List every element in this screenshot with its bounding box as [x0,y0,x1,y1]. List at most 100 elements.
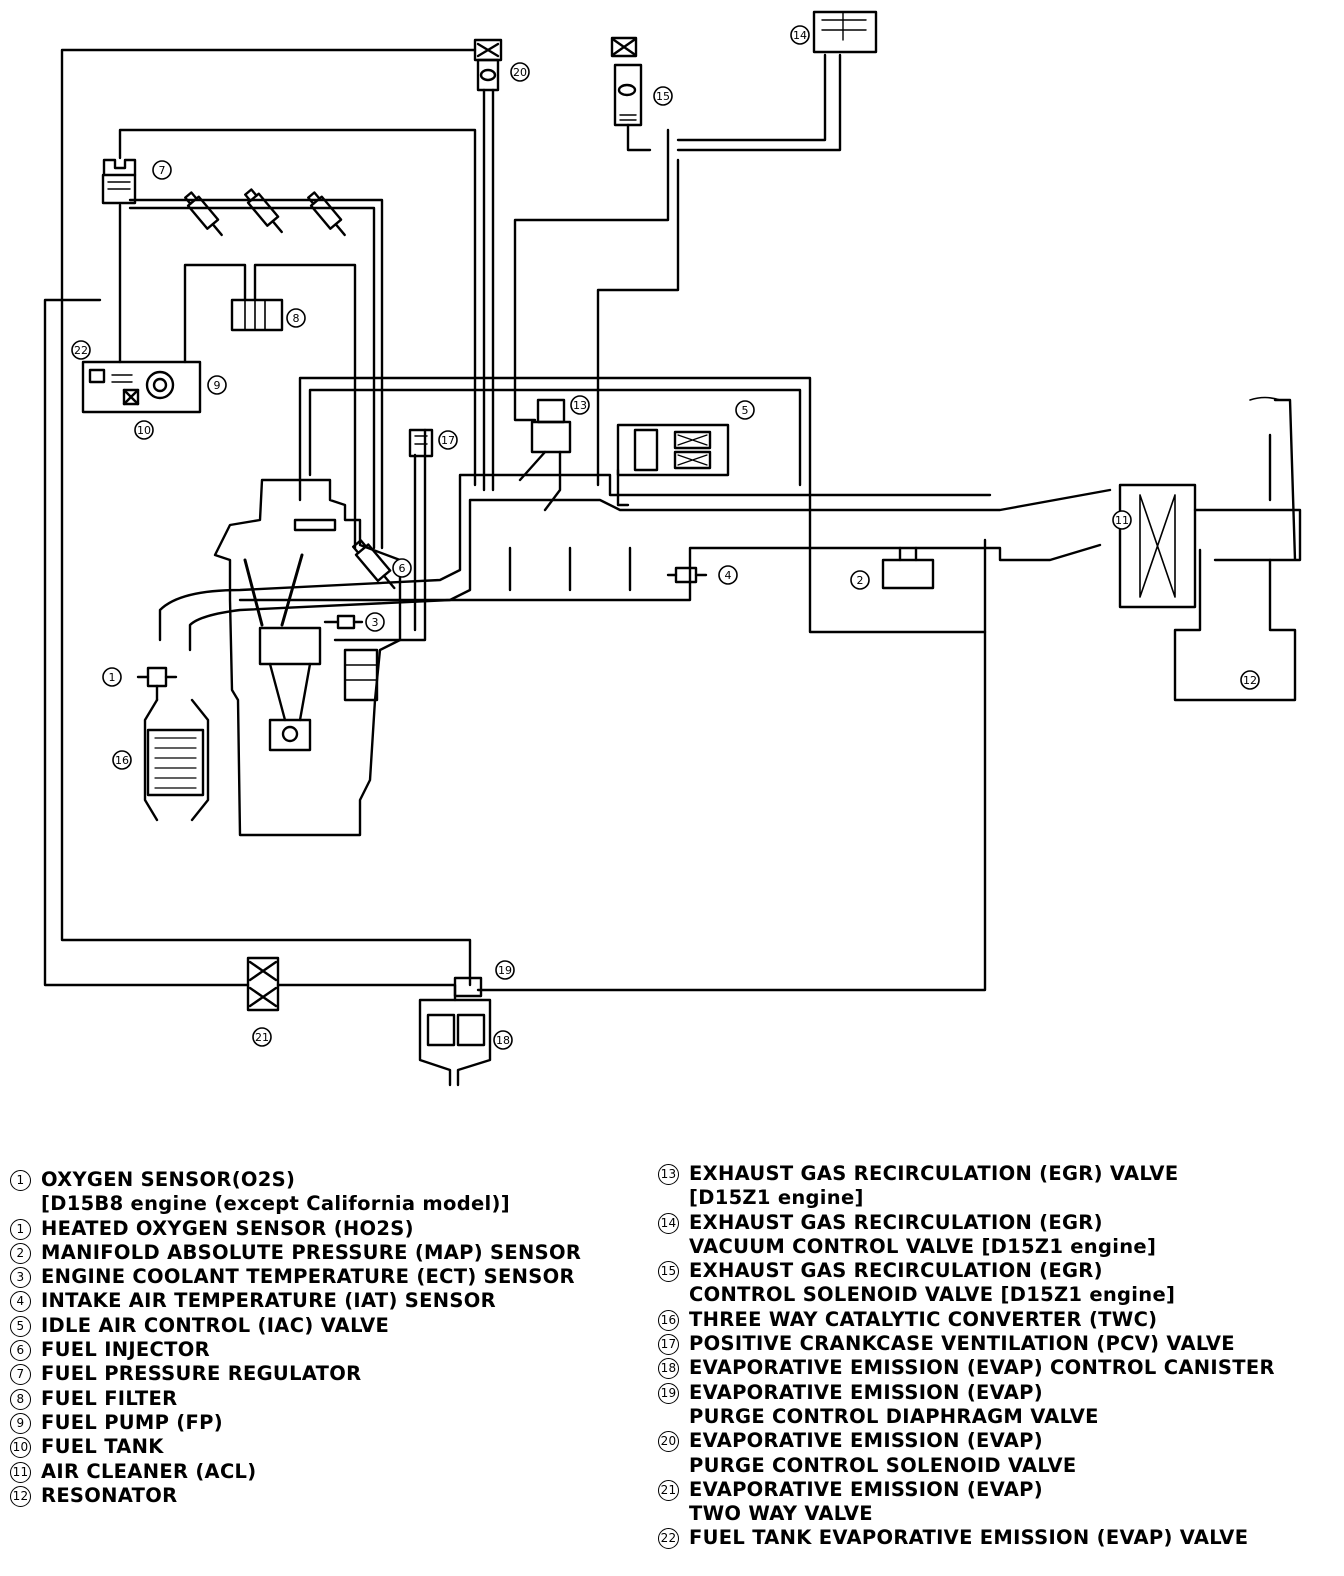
callout-21: 21 [252,1027,272,1047]
callout-1: 1 [102,667,122,687]
legend-number: 7 [10,1364,31,1386]
hose-egr-vac-line [596,158,680,487]
callout-number: 11 [1115,514,1129,527]
hose-two-way-to-canister [276,983,457,1002]
fuel-pump-icon [145,370,175,400]
callout-number: 1 [109,671,116,684]
callout-14: 14 [790,25,810,45]
callout-circle [850,570,870,590]
callout-circle [1240,670,1260,690]
callout-3: 3 [365,612,385,632]
legend-number: 4 [10,1291,31,1313]
callout-number: 22 [74,344,88,357]
legend-item: 20 EVAPORATIVE EMISSION (EVAP)PURGE CONTR… [658,1429,1275,1478]
legend-number: 20 [658,1431,679,1453]
legend-number: 1 [10,1170,31,1191]
legend-number: 19 [658,1382,679,1404]
callout-circle [102,667,122,687]
air-cleaner [1118,396,1302,609]
callout-circle [112,750,132,770]
legend-label: EXHAUST GAS RECIRCULATION (EGR) VALVE [689,1162,1179,1185]
callout-12: 12 [1240,670,1260,690]
callout-2: 2 [850,570,870,590]
callout-circle [392,558,412,578]
callout-13: 13 [570,395,590,415]
legend-number: 17 [658,1334,679,1356]
callout-number: 9 [214,379,221,392]
callout-circle [286,308,306,328]
egr-vacuum-control-valve [812,10,878,54]
hose-egr-vacuum [676,53,842,152]
callout-22: 22 [71,340,91,360]
callout-18: 18 [493,1030,513,1050]
engine-block [213,478,402,837]
legend-item: 1 OXYGEN SENSOR(O2S)[D15B8 engine (except… [10,1168,581,1217]
legend-number: 5 [10,1315,31,1337]
callout-circle [152,160,172,180]
legend-label: FUEL TANK EVAPORATIVE EMISSION (EVAP) VA… [689,1526,1249,1550]
legend-number: 1 [10,1218,31,1240]
legend-number: 21 [658,1479,679,1501]
legend-number: 12 [10,1485,31,1507]
iat-sensor [666,566,708,584]
legend-item: 4 INTAKE AIR TEMPERATURE (IAT) SENSOR [10,1289,581,1313]
legend-label: FUEL FILTER [41,1386,178,1410]
legend-number: 8 [10,1388,31,1410]
hose-evap-purge-left [60,48,477,987]
legend-label: VACUUM CONTROL VALVE [D15Z1 engine] [689,1234,1157,1258]
callout-number: 8 [293,312,300,325]
legend-item: 10 FUEL TANK [10,1435,581,1459]
legend-label: TWO WAY VALVE [689,1502,873,1526]
two-way-valve [246,956,280,1012]
legend-number: 13 [658,1164,679,1185]
callout-circle [1112,510,1132,530]
oxygen-sensor [136,666,178,702]
callout-number: 12 [1243,674,1257,687]
fuel-injectors-rail [184,188,346,237]
legend-label: PURGE CONTROL SOLENOID VALVE [689,1453,1077,1477]
callout-16: 16 [112,750,132,770]
legend-label: [D15B8 engine (except California model)] [41,1192,510,1216]
legend-number: 10 [10,1437,31,1459]
callout-number: 10 [137,424,151,437]
fuel-tank [81,360,202,414]
legend-label: FUEL TANK [41,1435,164,1459]
legend-label: AIR CLEANER (ACL) [41,1459,257,1483]
callout-number: 19 [498,964,512,977]
callout-10: 10 [134,420,154,440]
callout-circle [718,565,738,585]
fuel-line-filter [183,263,357,550]
callout-11: 11 [1112,510,1132,530]
legend-label: RESONATOR [41,1483,178,1507]
legend-label: EXHAUST GAS RECIRCULATION (EGR) [689,1210,1103,1234]
legend-label: EVAPORATIVE EMISSION (EVAP) [689,1429,1043,1453]
intake-runners [508,546,632,592]
hose-lines [43,48,1112,1002]
callout-number: 21 [255,1031,269,1044]
legend-label: PURGE CONTROL DIAPHRAGM VALVE [689,1404,1099,1428]
legend-number: 15 [658,1261,679,1283]
legend-label: EVAPORATIVE EMISSION (EVAP) CONTROL CANI… [689,1356,1275,1380]
legend-label: INTAKE AIR TEMPERATURE (IAT) SENSOR [41,1289,496,1313]
ect-sensor [323,614,364,630]
legend-number: 3 [10,1267,31,1289]
fuel-line-regulator-top [118,128,477,487]
egr-valve [518,398,572,512]
legend-label: OXYGEN SENSOR(O2S) [41,1168,296,1191]
hose-map [308,388,802,487]
callout-7: 7 [152,160,172,180]
callout-number: 2 [857,574,864,587]
purge-diaphragm-valve [453,976,483,998]
legend-label: CONTROL SOLENOID VALVE [D15Z1 engine] [689,1283,1176,1307]
